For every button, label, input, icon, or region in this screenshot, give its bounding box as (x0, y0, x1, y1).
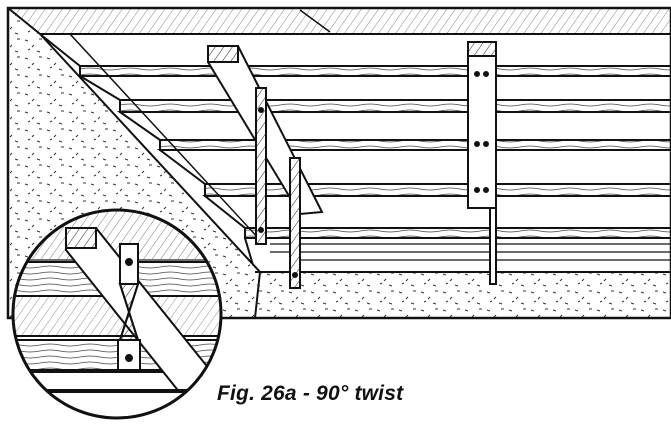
vertical-hanger (467, 41, 497, 285)
angled-brace (207, 45, 324, 289)
detail-inset (11, 208, 223, 420)
floor-joists (37, 33, 671, 273)
figure-caption: Fig. 26a - 90° twist (217, 382, 404, 405)
scene-frame (6, 6, 671, 320)
ceiling-scene (8, 8, 671, 318)
subfloor-boards (8, 8, 671, 35)
